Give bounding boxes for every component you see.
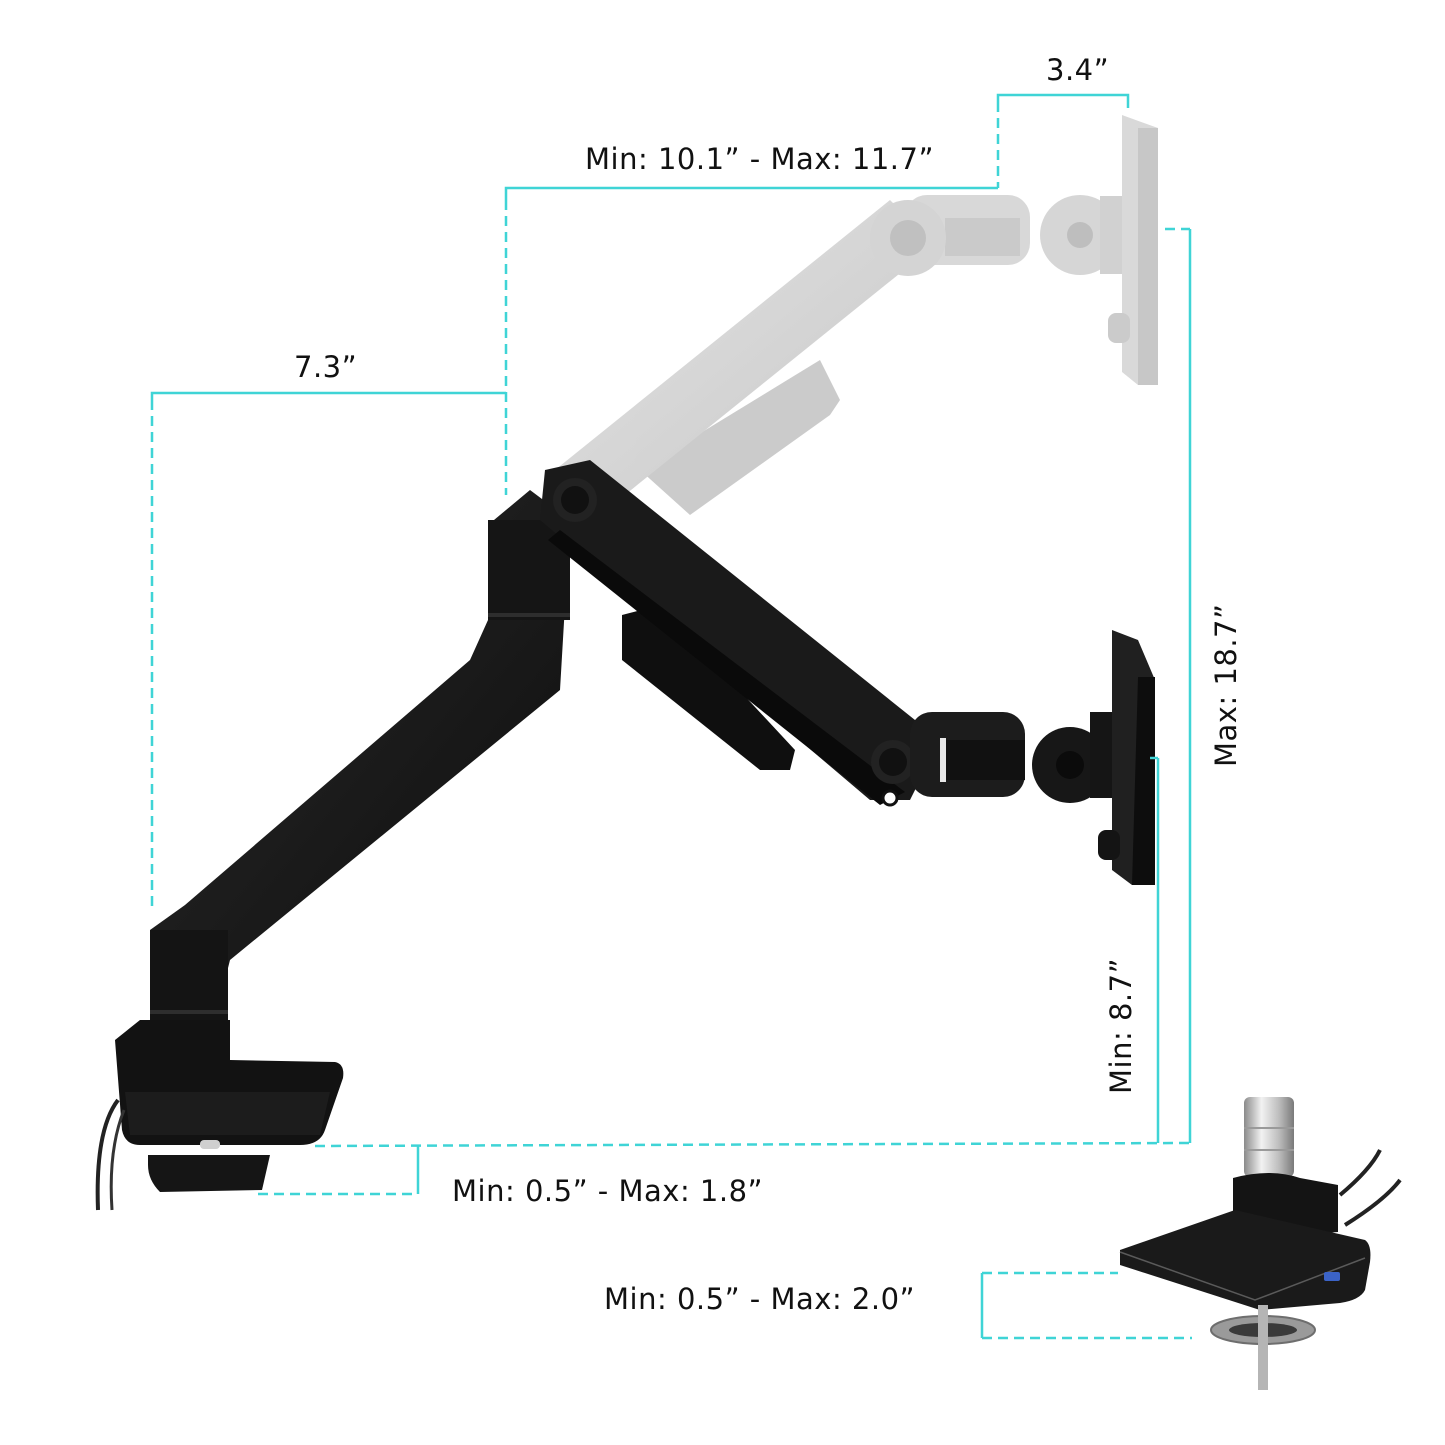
metal-post	[1244, 1097, 1294, 1177]
ghost-gas-spring	[640, 360, 840, 515]
grommet-cable	[1338, 1149, 1382, 1197]
clamp-jaw	[148, 1155, 270, 1192]
label-lower-arm-reach: 7.3”	[294, 350, 358, 384]
label-grommet-thickness: Min: 0.5” - Max: 2.0”	[604, 1282, 916, 1316]
label-vesa-offset: 3.4”	[1046, 53, 1110, 87]
label-upper-arm-reach: Min: 10.1” - Max: 11.7”	[585, 142, 934, 176]
lower-arm	[150, 490, 570, 1000]
upper-arm	[540, 460, 940, 800]
usb-c-port	[200, 1140, 220, 1149]
ghost-upper-arm	[555, 200, 935, 515]
dimension-lines	[150, 93, 1192, 1340]
usb-a-port	[1324, 1272, 1340, 1281]
grommet-plate	[1120, 1210, 1371, 1310]
dim-lower-reach	[150, 391, 506, 400]
dim-base-line	[314, 1141, 1191, 1148]
threaded-rod	[1258, 1305, 1268, 1390]
ghost-arm	[555, 115, 1158, 515]
grommet-base	[1119, 1097, 1402, 1390]
label-min-height: Min: 8.7”	[1104, 957, 1138, 1094]
clamp-base	[95, 1020, 344, 1211]
label-clamp-thickness: Min: 0.5” - Max: 1.8”	[452, 1174, 764, 1208]
dim-upper-reach	[504, 186, 998, 200]
main-arm	[150, 460, 1155, 1080]
gas-spring	[622, 605, 795, 770]
dim-vesa-offset	[996, 93, 1130, 102]
label-max-height: Max: 18.7”	[1209, 603, 1243, 767]
cable	[95, 1098, 120, 1211]
